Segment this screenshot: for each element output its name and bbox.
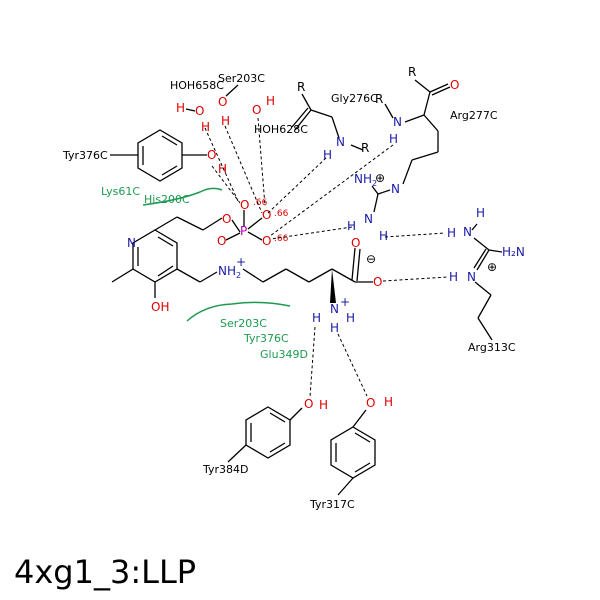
hoh628c-o: O	[252, 103, 261, 117]
arg277c-h: H	[389, 132, 398, 146]
atom-nh2: NH2	[218, 264, 241, 280]
arg313c-n1: N	[463, 225, 472, 239]
arg277c-plus: ⊕	[375, 171, 385, 185]
tyr376c-h: H	[218, 162, 227, 176]
arg313c-h-top: H	[476, 206, 485, 220]
gly276c-r2: R	[361, 141, 369, 155]
atom-alpha-n: N	[330, 302, 339, 316]
residue-arg277c: Arg277C	[450, 109, 498, 122]
charge-minus: ⊖	[366, 252, 376, 266]
diagram-title: 4xg1_3:LLP	[14, 553, 196, 591]
hydrogen-bonds	[204, 117, 449, 398]
gly276c-n: N	[336, 135, 345, 149]
arg313c-h2n: H₂N	[502, 245, 525, 259]
arg313c-plus: ⊕	[487, 260, 497, 274]
tyr384d-o: O	[304, 397, 313, 411]
atom-carboxyl-o2: O	[373, 275, 382, 289]
atom-oh: OH	[151, 300, 169, 314]
hydrophobic-ser203c: Ser203C	[220, 317, 267, 330]
atom-o2: O	[262, 208, 271, 222]
hoh628c-h: H	[266, 94, 275, 108]
distance-label-2: .66	[274, 209, 289, 219]
tyr376c-o: O	[207, 148, 216, 162]
arg277c-nh1-h2: H	[379, 229, 388, 243]
atom-alpha-h3: H	[330, 321, 339, 335]
arg313c-n2: N	[467, 270, 476, 284]
tyr384d-ring	[227, 406, 303, 463]
arg277c-nh2: NH2	[354, 172, 377, 188]
arg313c-h2: H	[449, 270, 458, 284]
arg277c-backbone	[384, 79, 451, 185]
arg277c-o: O	[450, 78, 459, 92]
ser203c-h: H	[221, 114, 230, 128]
tyr384d-h: H	[319, 398, 328, 412]
charge-plus-nh2: +	[236, 255, 246, 269]
arg277c-r: R	[408, 65, 416, 79]
ligand-phosphate	[225, 210, 263, 241]
residue-tyr384d: Tyr384D	[202, 463, 249, 476]
residue-tyr317c: Tyr317C	[309, 498, 355, 511]
arg277c-r2: R	[375, 92, 383, 106]
atom-o1: O	[240, 198, 249, 212]
atom-carboxyl-o1: O	[351, 236, 360, 250]
arg277c-guanidinium	[371, 185, 391, 213]
arg313c-sidechain	[471, 223, 503, 341]
residue-hoh628c: HOH628C	[254, 123, 308, 136]
distance-label-1: .66	[253, 198, 268, 208]
gly276c-backbone	[291, 93, 364, 151]
gly276c-r: R	[297, 80, 305, 94]
lysine-chain	[242, 247, 373, 303]
arg277c-nh1-h: H	[347, 219, 356, 233]
residue-arg313c: Arg313C	[468, 341, 516, 354]
tyr376c-ring	[110, 129, 207, 182]
hoh658c-bond	[185, 108, 196, 112]
atom-alpha-h1: H	[312, 311, 321, 325]
residue-tyr376c-left: Tyr376C	[62, 149, 108, 162]
hydrophobic-tyr376c: Tyr376C	[243, 332, 289, 345]
atom-o3: O	[262, 234, 271, 248]
tyr317c-ring	[330, 409, 376, 496]
hydrophobic-arcs	[142, 187, 291, 322]
ligand-pyridine-ring	[111, 216, 223, 298]
gly276c-h: H	[323, 148, 332, 162]
arg277c-nh1: N	[364, 212, 373, 226]
hydrophobic-lys61c: Lys61C	[101, 185, 140, 198]
ser203c-bond	[225, 84, 239, 97]
hydrophobic-glu349d: Glu349D	[260, 348, 308, 361]
residue-hoh658c: HOH658C	[170, 79, 224, 92]
arg277c-n: N	[393, 115, 402, 129]
arg313c-h1: H	[447, 226, 456, 240]
residue-gly276c: Gly276C	[331, 92, 378, 105]
tyr317c-o: O	[366, 396, 375, 410]
distance-label-3: .66	[274, 234, 289, 244]
hoh658c-h: H	[176, 101, 185, 115]
atom-p: P	[240, 224, 247, 238]
hydrophobic-his200c: His200C	[144, 193, 190, 206]
atom-o-ester: O	[222, 212, 231, 226]
ser203c-o: O	[218, 95, 227, 109]
atom-o4: O	[217, 234, 226, 248]
hoh658c-o: O	[195, 104, 204, 118]
atom-pyridine-n: N	[127, 236, 136, 250]
charge-plus-alpha-n: +	[340, 295, 350, 309]
atom-alpha-h2: H	[346, 311, 355, 325]
residue-ser203c-top: Ser203C	[218, 72, 265, 85]
arg277c-ne: N	[391, 182, 400, 196]
hoh658c-h2: H	[201, 120, 210, 134]
tyr317c-h: H	[384, 395, 393, 409]
